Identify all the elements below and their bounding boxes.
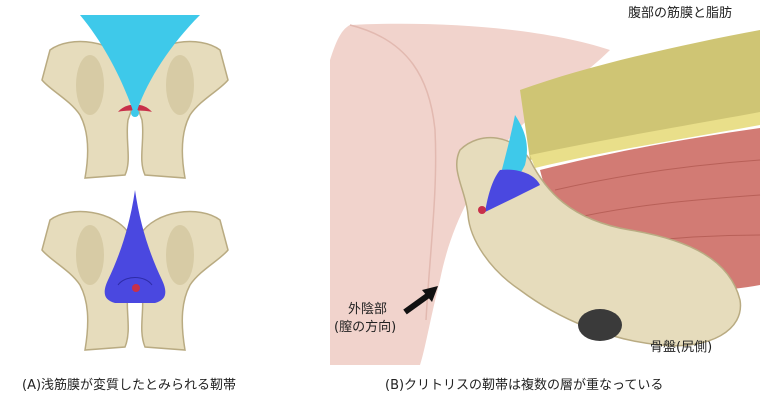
obturator-foramen [578, 309, 622, 341]
direction-arrow [403, 291, 432, 315]
caption-panel-b: (B)クリトリスの靭帯は複数の層が重なっている [385, 378, 664, 393]
clitoris-body [478, 206, 486, 214]
suspensory-ligament-deep [485, 169, 540, 212]
label-abdominal-fascia: 腹部の筋膜と脂肪 [628, 6, 733, 21]
label-pelvis: 骨盤(尻側) [650, 340, 713, 355]
caption-panel-a: (A)浅筋膜が変質したとみられる靭帯 [22, 378, 237, 393]
panel-b-illustration [330, 20, 770, 365]
label-vagina-direction: (膣の方向) [334, 320, 397, 335]
panel-a-top-illustration [30, 10, 240, 180]
suspensory-ligament-deep [104, 190, 166, 303]
abdominal-fat-layer [520, 30, 760, 160]
label-external-genitalia: 外陰部 [348, 302, 388, 317]
panel-a-bottom-illustration [30, 185, 240, 355]
suspensory-ligament-superficial [80, 15, 200, 114]
